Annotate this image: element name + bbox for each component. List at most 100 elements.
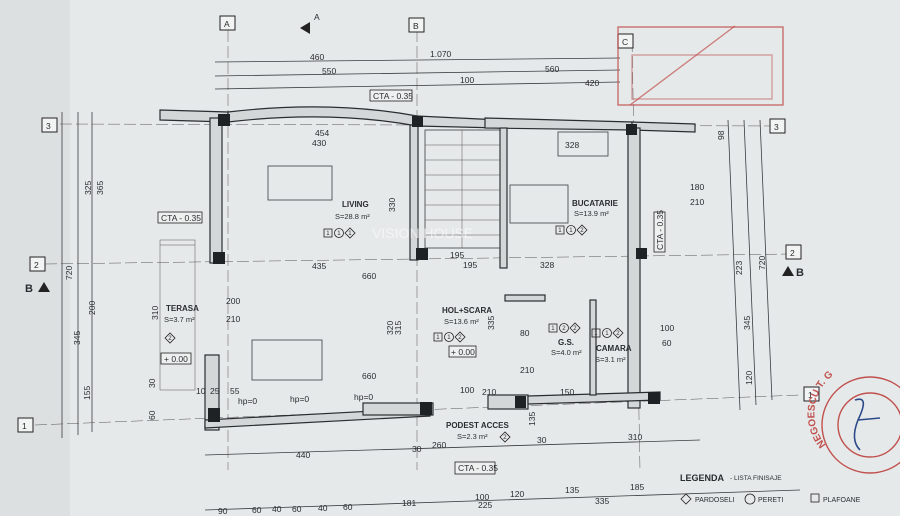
kitchen-counter — [557, 131, 609, 157]
axis-3-left: 3 — [41, 117, 58, 133]
dimension-label: 40 — [318, 503, 328, 513]
dimension-label: 181 — [402, 498, 416, 508]
floor-finish-icon — [576, 224, 588, 236]
staircase — [424, 129, 501, 249]
axis-label: 1 — [808, 390, 813, 400]
dimension-label: 100 — [660, 323, 674, 333]
dimension-label: 60 — [292, 504, 302, 514]
room-name: HOL+SCARA — [442, 306, 492, 315]
ceiling-finish-icon — [548, 323, 558, 333]
axis-1-right: 1 — [803, 386, 820, 402]
floor-finish-icon — [569, 322, 581, 334]
dimension-label: 460 — [310, 52, 324, 62]
finish-code: 2 — [573, 326, 577, 332]
finish-code: 1 — [337, 231, 341, 237]
dimension-label: 60 — [662, 338, 672, 348]
finish-code: 1 — [594, 331, 598, 337]
dimension-label: 55 — [230, 386, 240, 396]
axis-label: 1 — [22, 421, 27, 431]
section-b-left-marker: B — [25, 282, 50, 295]
sofa — [267, 165, 333, 201]
dimension-label: 225 — [478, 500, 492, 510]
dimension-label: 310 — [628, 432, 642, 442]
room-area: S=13.9 m² — [574, 209, 609, 218]
room-terasa: TERASA S=3.7 m² — [164, 304, 199, 324]
wall-finish-icon — [566, 225, 576, 235]
finish-code: 1 — [447, 335, 451, 341]
level-cta-left: CTA - 0.35 — [157, 211, 203, 224]
axis-b-marker: B — [408, 17, 425, 33]
dimension-label: 328 — [540, 260, 554, 270]
finish-code: 2 — [580, 228, 584, 234]
section-b-right-marker: B — [782, 266, 804, 279]
dimension-label: 320 — [385, 321, 395, 335]
dimension-label: 550 — [322, 66, 336, 76]
room-area: S=4.0 m² — [551, 348, 582, 357]
ceiling-finish-icon — [323, 228, 333, 238]
room-area: S=13.6 m² — [444, 317, 479, 326]
room-camara: CAMARA S=3.1 m² — [595, 344, 632, 364]
dimension-label: 210 — [690, 197, 704, 207]
room-name: G.S. — [558, 338, 574, 347]
section-label: B — [25, 283, 33, 295]
dimension-label: 135 — [527, 412, 537, 426]
dimension-label: hp=0 — [354, 392, 373, 402]
dimension-label: 10 — [196, 386, 206, 396]
level-cta-right: CTA - 0.35 — [653, 210, 666, 253]
section-arrow-icon — [300, 22, 310, 34]
axis-label: B — [413, 21, 419, 31]
wall-finish-icon — [334, 228, 344, 238]
dimension-label: 185 — [630, 482, 644, 492]
section-a-marker: A — [300, 12, 320, 34]
floor-finish-icon — [499, 431, 511, 443]
dimension-label: 60 — [252, 505, 262, 515]
dimension-label: 335 — [595, 496, 609, 506]
floor-finish-icon — [164, 332, 176, 344]
dimension-label: 98 — [716, 130, 726, 140]
dimension-label: 335 — [486, 316, 496, 330]
dimension-label: 120 — [510, 489, 524, 499]
dimension-label: 150 — [560, 387, 574, 397]
axis-2-left: 2 — [29, 256, 46, 272]
legend-subtitle: - LISTA FINISAJE — [730, 475, 782, 482]
dimension-label: 60 — [147, 410, 157, 420]
section-arrow-icon — [782, 266, 794, 276]
dimension-label: 440 — [296, 450, 310, 460]
diamond-icon — [680, 493, 692, 505]
dimension-label: 223 — [734, 261, 744, 275]
dimension-label: 30 — [412, 444, 422, 454]
dimension-label: 60 — [343, 502, 353, 512]
level-cta-bottom: CTA - 0.35 — [454, 461, 498, 475]
finish-code: 2 — [562, 326, 566, 332]
level-label: CTA - 0.35 — [161, 213, 201, 223]
dimension-label: hp=0 — [238, 396, 257, 406]
dimension-label: 660 — [362, 371, 376, 381]
axis-label: 2 — [34, 260, 39, 270]
dimension-label: 330 — [387, 198, 397, 212]
dimension-label: 210 — [482, 387, 496, 397]
legend-title: LEGENDA — [680, 473, 725, 483]
axis-label: 2 — [790, 248, 795, 258]
room-name: PODEST ACCES — [446, 421, 509, 430]
dimension-label: 30 — [537, 435, 547, 445]
signature — [853, 398, 881, 451]
dimension-label: 345 — [72, 331, 82, 345]
floor-finish-icon — [612, 327, 624, 339]
floor-finish-icon — [454, 331, 466, 343]
level-label: CTA - 0.35 — [655, 210, 665, 250]
room-name: TERASA — [166, 304, 199, 313]
dimension-label: 30 — [147, 378, 157, 388]
dimension-label: 260 — [432, 440, 446, 450]
room-name: LIVING — [342, 200, 369, 209]
level-hol: + 0.00 — [448, 345, 477, 358]
finish-code: 1 — [605, 331, 609, 337]
room-area: S=28.8 m² — [335, 212, 370, 221]
room-area: S=3.1 m² — [595, 355, 626, 364]
level-terrace: + 0.00 — [160, 352, 192, 365]
dimension-label: 660 — [362, 271, 376, 281]
level-label: CTA - 0.35 — [373, 91, 413, 101]
dimension-label: 720 — [757, 256, 767, 270]
axis-c-marker: C — [617, 33, 634, 49]
dimension-label: 310 — [150, 306, 160, 320]
wall-finish-icon — [444, 332, 454, 342]
